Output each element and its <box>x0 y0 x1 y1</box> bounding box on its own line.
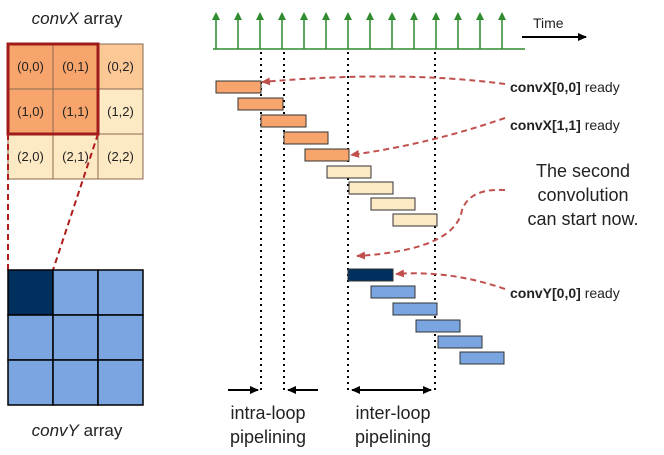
convx-cell-label: (0,1) <box>62 59 89 74</box>
inter-loop-label-line1: inter-loop <box>355 403 430 423</box>
pipeline-bar-convy <box>459 351 505 365</box>
clock-ticks <box>212 12 506 49</box>
clock-tick-head <box>366 12 374 20</box>
clock-tick-head <box>344 12 352 20</box>
convy-cell <box>97 269 144 316</box>
annotation-arrows <box>261 75 506 290</box>
arrow-convx00-ready <box>261 75 506 86</box>
pipeline-bars <box>215 80 505 365</box>
clock-tick-head <box>498 12 506 20</box>
clock-tick-head <box>454 12 462 20</box>
convy-array-title: convY array <box>32 421 123 440</box>
label-second-line1: The second <box>536 161 630 181</box>
convy-cell <box>52 314 99 361</box>
convx-grid: (0,0) (0,1) (0,2) (1,0) (1,1) (1,2) (2,0… <box>6 42 144 180</box>
convx-cell-label: (2,2) <box>107 149 134 164</box>
clock-tick-head <box>410 12 418 20</box>
label-convy00-ready: convY[0,0] ready <box>510 285 620 301</box>
convx-cell-label: (2,0) <box>17 149 44 164</box>
clock-tick-head <box>322 12 330 20</box>
clock-tick-head <box>300 12 308 20</box>
convy-title-var: convY <box>32 421 81 440</box>
convx-cell <box>7 133 54 180</box>
convy-cell <box>97 359 144 406</box>
convy-cell <box>7 359 54 406</box>
label-convx11-ready: convX[1,1] ready <box>510 117 620 133</box>
convy-cell <box>52 359 99 406</box>
inter-loop-label-line2: pipelining <box>355 427 431 447</box>
label-second-line3: can start now. <box>527 209 638 229</box>
intra-loop-label-line2: pipelining <box>230 427 306 447</box>
pipeline-bar-convx <box>326 165 372 179</box>
convy-cell <box>7 314 54 361</box>
convx-title-var: convX <box>32 9 80 28</box>
clock-tick-head <box>212 12 220 20</box>
convx-cell <box>52 43 99 90</box>
label-convy00-rest: ready <box>581 285 620 301</box>
pipeline-bar-convx <box>392 213 438 227</box>
pipeline-bar-convx <box>304 148 350 162</box>
convx-cell-label: (1,1) <box>62 104 89 119</box>
convx-cell <box>97 133 144 180</box>
arrow-convy00-ready <box>395 269 506 290</box>
clock-tick-head <box>234 12 242 20</box>
label-convx11-bold: convX[1,1] <box>510 117 581 133</box>
convx-cell-label: (0,0) <box>17 59 44 74</box>
label-convx00-ready: convX[0,0] ready <box>510 79 620 95</box>
time-label: Time <box>533 15 564 31</box>
convx-cell-label: (2,1) <box>62 149 89 164</box>
pipeline-bar-convy <box>415 319 461 333</box>
clock-tick-head <box>432 12 440 20</box>
arrow-second-convolution <box>356 188 506 260</box>
pipeline-bar-convy <box>370 285 416 299</box>
label-convx00-bold: convX[0,0] <box>510 79 581 95</box>
intra-loop-label-line1: intra-loop <box>230 403 305 423</box>
pipeline-bar-convx <box>260 114 307 128</box>
pipeline-bar-convx <box>215 80 262 94</box>
convx-cell-label: (1,2) <box>107 104 134 119</box>
pipeline-bar-convx <box>370 197 416 211</box>
label-convx00-rest: ready <box>581 79 620 95</box>
convx-cell-label: (1,0) <box>17 104 44 119</box>
pipeline-bar-convy <box>437 335 483 349</box>
convy-cell-active <box>7 269 54 316</box>
pipeline-bar-convx <box>237 97 284 111</box>
convy-cell <box>52 269 99 316</box>
clock-tick-head <box>256 12 264 20</box>
label-convx11-rest: ready <box>581 117 620 133</box>
convy-cell <box>97 314 144 361</box>
label-second-line2: convolution <box>537 185 628 205</box>
arrow-convx11-ready <box>350 117 506 158</box>
pipeline-bar-convx <box>283 131 329 145</box>
clock-tick-head <box>476 12 484 20</box>
pipeline-bar-convx <box>348 181 394 195</box>
clock-timeline <box>212 12 525 50</box>
pipeline-bar-convy-active <box>347 268 394 282</box>
convx-cell <box>7 43 54 90</box>
convx-window-highlight <box>6 42 100 136</box>
clock-tick-head <box>388 12 396 20</box>
convy-title-word: array <box>79 421 123 440</box>
convx-title-word: array <box>79 9 123 28</box>
pipeline-bar-convy <box>392 302 438 316</box>
clock-tick-head <box>278 12 286 20</box>
convy-grid <box>7 269 144 406</box>
label-convy00-bold: convY[0,0] <box>510 285 581 301</box>
window-to-output-connector-right <box>52 133 99 271</box>
convx-cell-label: (0,2) <box>107 59 134 74</box>
convx-array-title: convX array <box>32 9 123 28</box>
